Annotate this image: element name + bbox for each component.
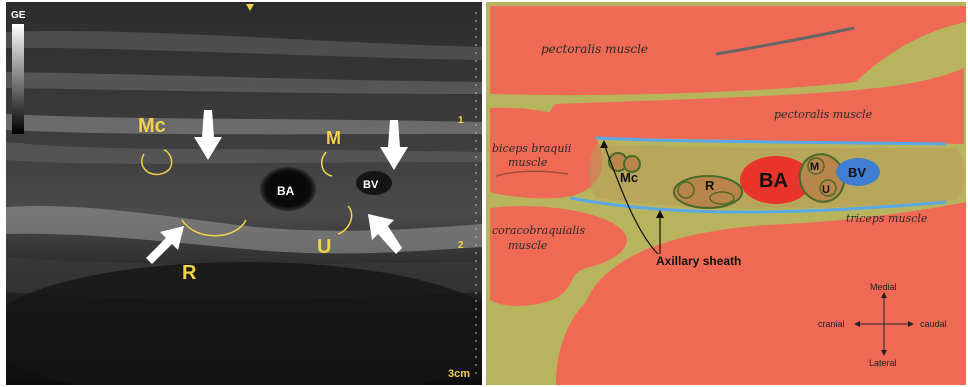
bv-label: BV: [363, 179, 379, 191]
compass-lateral: Lateral: [869, 358, 897, 368]
compass-caudal: caudal: [920, 319, 947, 329]
pectoralis-mid-label: pectoralis muscle: [774, 108, 873, 121]
ba-label: BA: [277, 184, 295, 198]
u-label: U: [822, 184, 830, 196]
biceps-label-2: muscle: [508, 156, 548, 169]
bv-label: BV: [848, 165, 866, 180]
coraco-label-1: coracobraquialis: [492, 224, 585, 237]
r-label: R: [182, 262, 197, 284]
mc-label: Mc: [620, 170, 638, 185]
u-label: U: [317, 236, 331, 258]
pectoralis-top-label: pectoralis muscle: [541, 42, 648, 56]
grayscale-bar: [12, 24, 24, 134]
compass-medial: Medial: [870, 282, 897, 292]
m-label: M: [810, 161, 819, 173]
r-label: R: [705, 178, 715, 193]
ultrasound-image: GE 1 2 3cm Mc M BA BV U R: [6, 2, 482, 385]
diagram-svg: Mc R BA M U BV pectoralis muscle pectora…: [486, 2, 966, 385]
depth-tick-2: 2: [458, 240, 464, 251]
depth-scale-label: 3cm: [448, 368, 470, 380]
biceps-label-1: biceps braquii: [492, 142, 571, 155]
m-label: M: [326, 128, 341, 148]
coraco-label-2: muscle: [508, 239, 548, 252]
ultrasound-svg: GE 1 2 3cm Mc M BA BV U R: [6, 2, 482, 385]
compass-cranial: cranial: [818, 319, 845, 329]
triceps-label: triceps muscle: [846, 212, 928, 225]
axillary-sheath-label: Axillary sheath: [656, 254, 741, 268]
ge-label: GE: [11, 10, 26, 21]
mc-label: Mc: [138, 115, 166, 137]
schematic-diagram: Mc R BA M U BV pectoralis muscle pectora…: [486, 2, 966, 385]
ba-label: BA: [759, 170, 788, 192]
depth-tick-1: 1: [458, 115, 464, 126]
deep-shadow: [6, 262, 482, 385]
